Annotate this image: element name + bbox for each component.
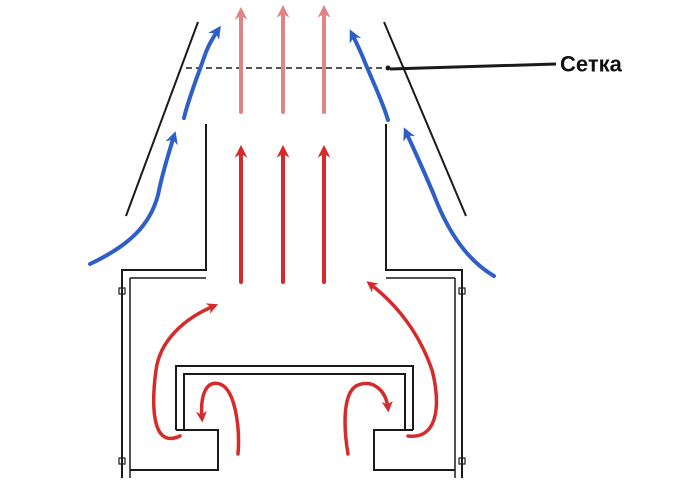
left-inner-channel <box>130 429 219 471</box>
cold-flow-left-lower <box>88 131 178 266</box>
hot-flow-right-inner <box>343 381 393 456</box>
stove-body-outline <box>121 124 463 478</box>
hood-right-wall <box>383 21 467 217</box>
mesh-label: Сетка <box>560 52 623 77</box>
cold-flow-left-upper <box>182 25 221 120</box>
hot-flow-left-inner <box>195 381 241 456</box>
hot-flow-left-loop <box>152 303 219 441</box>
hot-flow-body-loops <box>152 281 439 456</box>
hot-flow-chimney-arrows <box>234 144 331 284</box>
mesh-callout-leader <box>389 62 557 71</box>
cold-flow-arrows <box>88 25 496 278</box>
inner-baffle <box>175 365 414 430</box>
rivet-left-bottom <box>118 457 126 465</box>
cold-flow-right-upper <box>349 29 390 122</box>
hood-left-wall <box>125 21 199 217</box>
rivet-left-top <box>118 287 126 295</box>
rivet-right-bottom <box>458 457 466 465</box>
cold-flow-right-lower <box>403 127 496 278</box>
hot-flow-upper-arrows <box>234 4 331 114</box>
rivet-right-top <box>458 287 466 295</box>
hot-flow-right-loop <box>366 281 439 438</box>
mesh-callout-dot <box>385 65 391 71</box>
right-inner-channel <box>373 429 455 471</box>
